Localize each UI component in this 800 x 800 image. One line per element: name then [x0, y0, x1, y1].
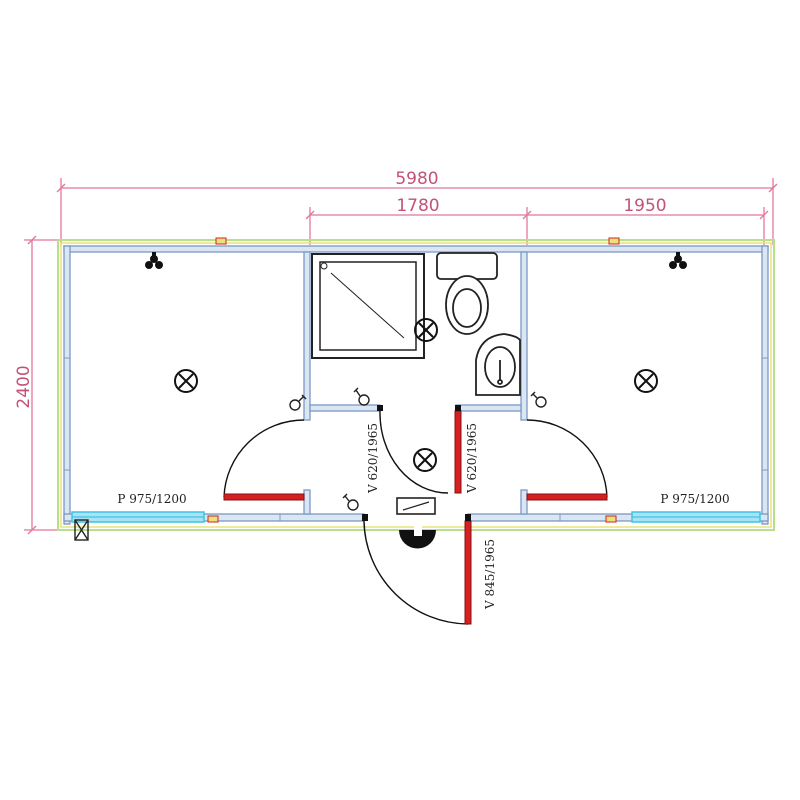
entrance-door-label: V 845/1965 [483, 539, 497, 610]
switch-icon [289, 394, 307, 411]
washbasin [475, 333, 521, 396]
dimension-middle-width: 1780 [396, 196, 439, 216]
circle-x-icon [174, 369, 198, 393]
right-window-label: P 975/1200 [660, 492, 729, 506]
switches [289, 387, 547, 511]
shower-door-label: V 620/1965 [366, 423, 380, 494]
wall-marks [207, 237, 620, 523]
switch-icon [342, 493, 359, 511]
switch-icon [530, 391, 547, 408]
dimension-overall-width: 5980 [395, 169, 438, 189]
circle-x-icon [413, 448, 437, 472]
door-shower [377, 405, 449, 494]
left-window-label: P 975/1200 [117, 492, 186, 506]
ceiling-lights [174, 318, 658, 472]
sockets [145, 252, 687, 269]
windows [71, 511, 761, 523]
box-x-icon [74, 519, 89, 541]
wc-door-label: V 620/1965 [465, 423, 479, 494]
toilet [436, 252, 498, 335]
doors [223, 405, 608, 625]
dimension-right-width: 1950 [623, 196, 666, 216]
switch-icon [353, 387, 370, 406]
door-left-room [223, 419, 305, 501]
door-wc [454, 405, 462, 494]
circle-x-icon [414, 318, 438, 342]
wall-ticks [64, 357, 768, 521]
circle-x-icon [634, 369, 658, 393]
socket-icon [669, 252, 687, 269]
heater-icon [396, 497, 436, 549]
door-entrance [362, 514, 472, 625]
shower-tray [311, 253, 425, 359]
socket-icon [145, 252, 163, 269]
dimension-lines [24, 178, 778, 535]
door-right-room [526, 419, 608, 501]
dimension-overall-height: 2400 [14, 365, 34, 408]
